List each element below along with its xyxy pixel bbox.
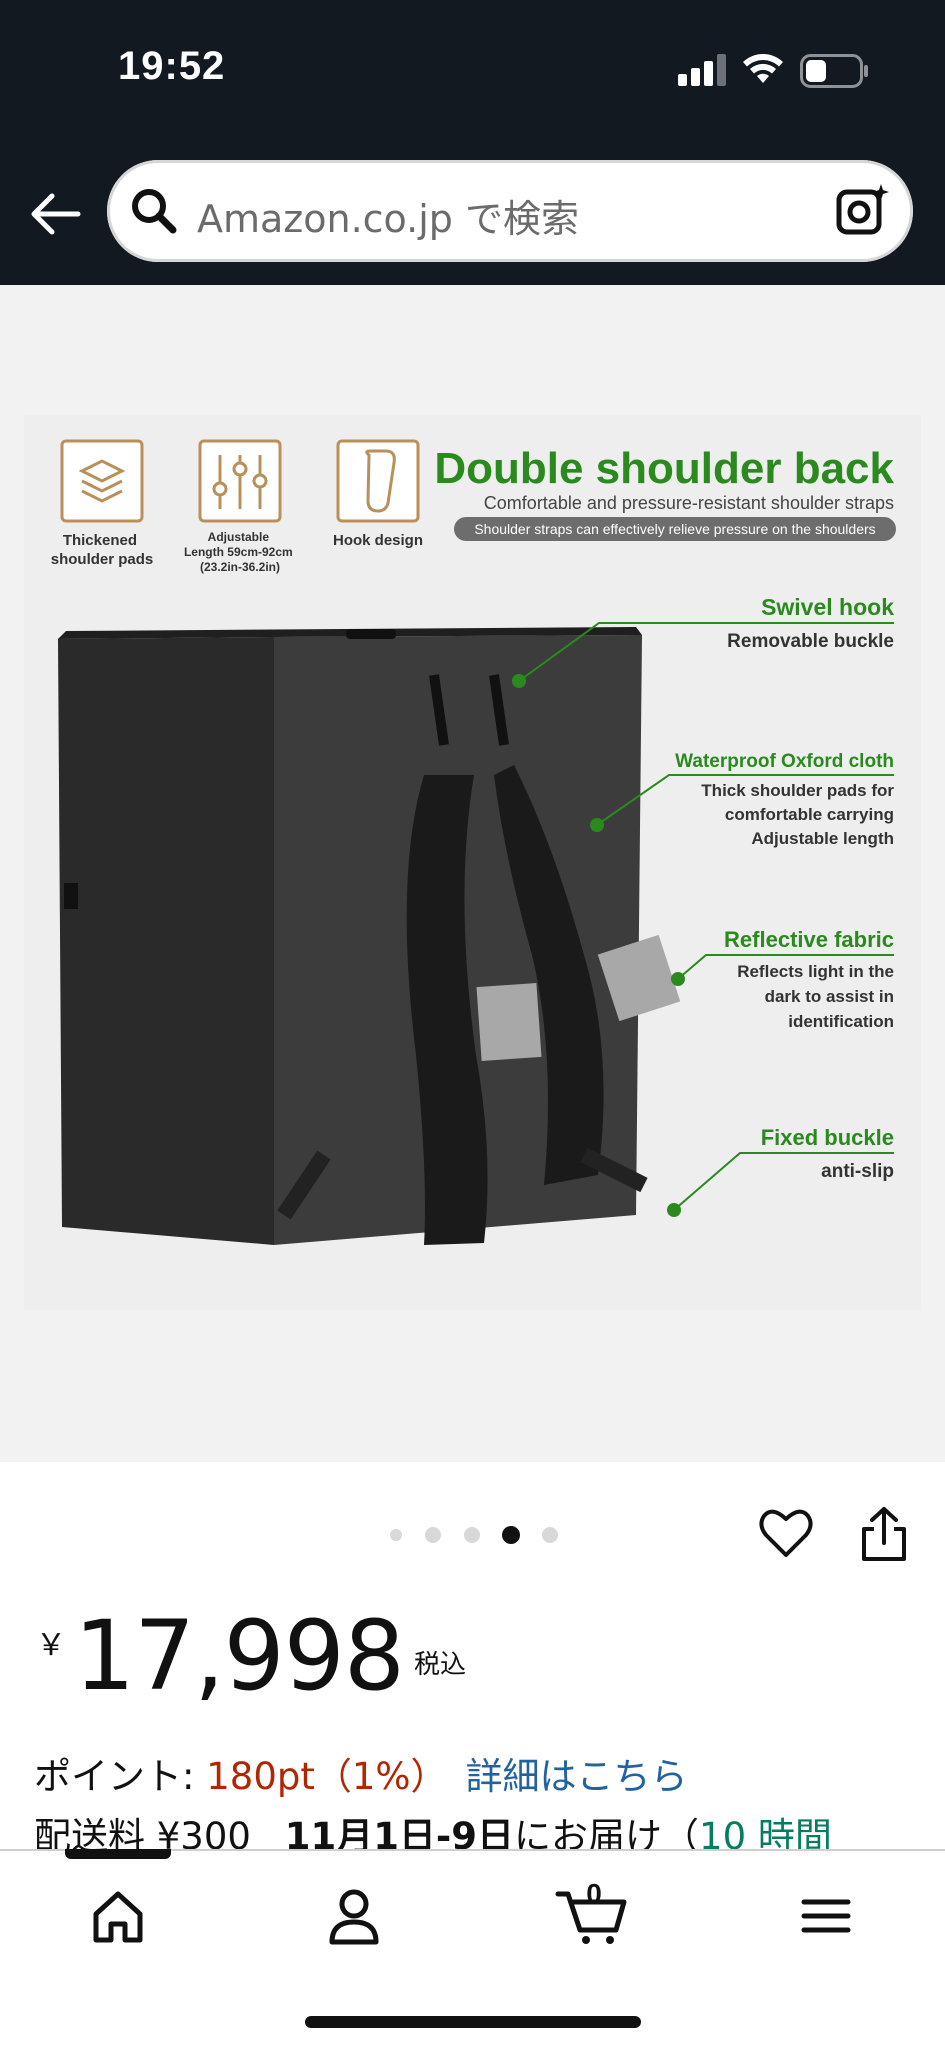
account-icon[interactable] <box>314 1880 394 1950</box>
svg-text:Thickened shoulder pad: Thickened shoulder pads <box>51 532 154 568</box>
pagination-dot[interactable] <box>464 1527 480 1543</box>
svg-text:Reflective fabric: Reflective fabric <box>724 927 894 952</box>
svg-text:Removable buckle: Removable buckle <box>727 631 894 652</box>
currency-symbol: ￥ <box>36 1629 66 1662</box>
product-image[interactable]: Thickened shoulder pads Adjustable Lengt… <box>24 415 921 1310</box>
svg-text:Waterproof Oxford cloth: Waterproof Oxford cloth <box>675 751 894 772</box>
wifi-icon <box>743 54 783 83</box>
pagination-dot-active[interactable] <box>502 1526 520 1544</box>
svg-text:Double shoulder back: Double shoulder back <box>434 444 894 493</box>
home-icon[interactable] <box>78 1880 158 1950</box>
back-arrow-icon[interactable] <box>26 190 82 238</box>
cart-button[interactable]: 0 <box>552 1878 632 1950</box>
cart-icon <box>555 1891 627 1944</box>
pagination-dot[interactable] <box>542 1527 558 1543</box>
share-icon[interactable] <box>858 1505 910 1563</box>
points-value: 180pt（1%） <box>206 1755 448 1798</box>
image-pagination <box>0 1523 945 1547</box>
cart-count: 0 <box>586 1878 602 1909</box>
svg-text:identification: identification <box>788 1012 894 1031</box>
svg-text:Adjustable Length 59cm: Adjustable Length 59cm-92cm (23.2in-36.2… <box>184 530 296 574</box>
svg-text:Hook design: Hook design <box>333 532 423 549</box>
status-time: 19:52 <box>118 44 226 88</box>
search-input[interactable]: Amazon.co.jp で検索 <box>197 197 579 241</box>
points-label: ポイント: <box>34 1755 207 1798</box>
menu-icon[interactable] <box>786 1880 866 1950</box>
status-bar: 19:52 <box>0 0 945 140</box>
feature-label-pads: Thickened <box>63 532 137 549</box>
price-amount: 17,998 <box>74 1600 405 1712</box>
svg-text:Fixed buckle: Fixed buckle <box>761 1125 894 1150</box>
pagination-dot[interactable] <box>425 1527 441 1543</box>
svg-text:Adjustable length: Adjustable length <box>751 829 894 848</box>
svg-text:Shoulder straps can effectivel: Shoulder straps can effectively relieve … <box>474 521 875 537</box>
product-image-gallery[interactable]: Thickened shoulder pads Adjustable Lengt… <box>0 285 945 1462</box>
points-details-link[interactable]: 詳細はこちら <box>465 1755 688 1798</box>
svg-text:Swivel hook: Swivel hook <box>761 594 894 620</box>
battery-icon <box>800 54 868 88</box>
svg-text:anti-slip: anti-slip <box>821 1161 894 1182</box>
search-bar[interactable]: Amazon.co.jp で検索 <box>107 160 913 262</box>
points-row: ポイント: 180pt（1%） 詳細はこちら <box>34 1746 688 1800</box>
heart-icon[interactable] <box>758 1505 814 1561</box>
svg-text:Comfortable and pressure-resis: Comfortable and pressure-resistant shoul… <box>484 493 894 513</box>
cellular-signal-icon <box>678 54 726 86</box>
camera-search-icon[interactable] <box>835 182 891 238</box>
sliders-icon <box>198 439 282 523</box>
layers-icon <box>60 439 144 523</box>
svg-text:dark to assist in: dark to assist in <box>765 987 894 1006</box>
search-icon <box>132 189 177 234</box>
pagination-dot[interactable] <box>390 1529 402 1541</box>
product-infographic: Thickened shoulder pads Adjustable Lengt… <box>24 415 921 1310</box>
svg-text:Reflects light in the: Reflects light in the <box>737 962 894 981</box>
svg-text:comfortable carrying: comfortable carrying <box>725 805 894 824</box>
tax-included-label: 税込 <box>414 1650 467 1680</box>
svg-text:Thick shoulder pads for: Thick shoulder pads for <box>701 781 894 800</box>
tab-active-indicator <box>65 1849 171 1859</box>
carabiner-icon <box>336 439 420 523</box>
home-indicator <box>305 2016 641 2028</box>
